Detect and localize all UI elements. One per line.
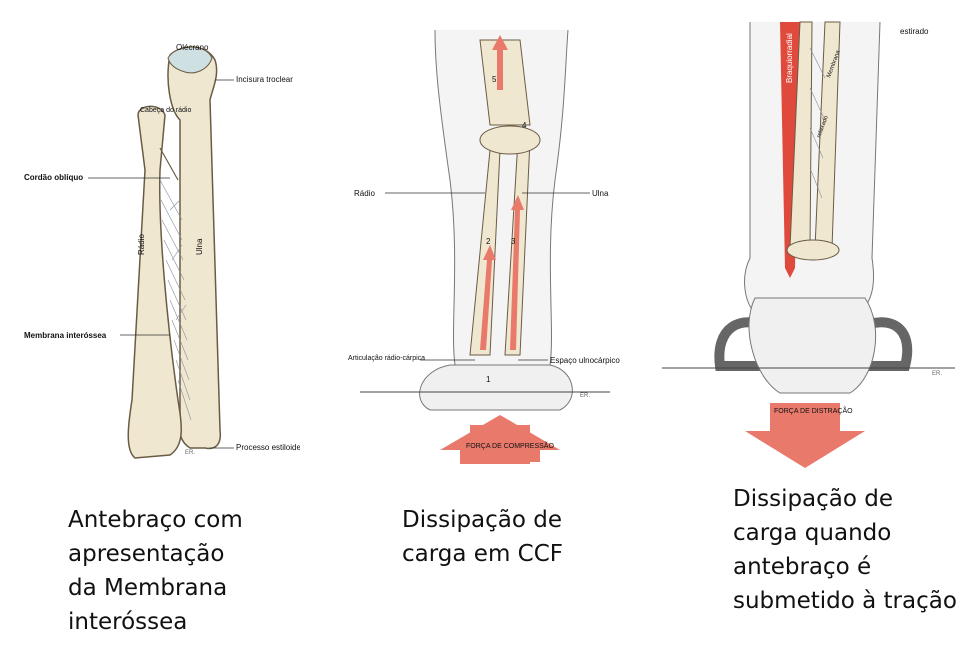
force-path-arrows [480, 35, 524, 350]
distraction-arrow-body [770, 403, 840, 431]
signature-er-2: ER. [580, 393, 590, 399]
signature-er-3: ER. [932, 371, 942, 377]
label-ulna: Ulna [195, 238, 204, 255]
traction-illustration: FORÇA DE DISTRAÇÃO Braquiorradial estira… [662, 21, 955, 468]
panel-compression: FORÇA DE COMPRESSÃO 5 4 2 3 1 Rádio Ulna… [340, 30, 630, 470]
hand-base [419, 364, 573, 411]
olecranon [167, 46, 213, 74]
compression-illustration: FORÇA DE COMPRESSÃO 5 4 2 3 1 Rádio Ulna… [348, 30, 620, 464]
caption-ccf: Dissipação de carga em CCF [402, 507, 564, 567]
label-n2: 2 [486, 237, 491, 246]
ulna-bone [167, 46, 222, 450]
fist [748, 297, 877, 394]
label-estirado: estirado [900, 27, 929, 36]
label-articulacao: Articulação rádio-cárpica [348, 355, 425, 362]
panel-forearm-membrane: Olécrano Incisura troclear Cabeça do rád… [20, 30, 300, 470]
label-ulna-2: Ulna [592, 189, 609, 198]
forearm-outline-3 [744, 21, 881, 314]
label-radio: Rádio [137, 234, 146, 255]
label-braquiorradial: Braquiorradial [785, 33, 794, 83]
label-cordao: Cordão oblíquo [24, 173, 83, 182]
oblique-cord-line [159, 147, 179, 181]
label-n4: 4 [522, 121, 527, 130]
interosseous-membrane [159, 179, 192, 421]
label-n1: 1 [486, 375, 491, 384]
label-incisura: Incisura troclear [236, 75, 293, 84]
humerus-bone [479, 39, 531, 126]
label-forca-distracao: FORÇA DE DISTRAÇÃO [774, 406, 853, 415]
forearm-bones-illustration: Olécrano Incisura troclear Cabeça do rád… [24, 43, 300, 459]
label-processo: Processo estiloide [236, 443, 300, 452]
label-radio-2: Rádio [354, 189, 375, 198]
membrane-lines-3 [809, 47, 826, 199]
label-olecrano: Olécrano [176, 43, 209, 52]
label-cabeca: Cabeça do rádio [140, 107, 191, 114]
radius-bone [127, 105, 182, 459]
signature-er: ER. [185, 450, 195, 456]
distraction-arrow-head [745, 431, 865, 468]
panel-traction: FORÇA DE DISTRAÇÃO Braquiorradial estira… [660, 8, 955, 470]
label-membrana: Membrana interóssea [24, 331, 107, 340]
label-espaco: Espaço ulnocárpico [550, 356, 620, 365]
label-n3: 3 [511, 237, 516, 246]
caption-tracao: Dissipação de carga quando antebraço é s… [733, 486, 957, 614]
label-forca-compressao: FORÇA DE COMPRESSÃO [466, 441, 554, 450]
label-n5: 5 [492, 75, 497, 84]
caption-membrana: Antebraço com apresentação da Membrana i… [68, 507, 243, 635]
